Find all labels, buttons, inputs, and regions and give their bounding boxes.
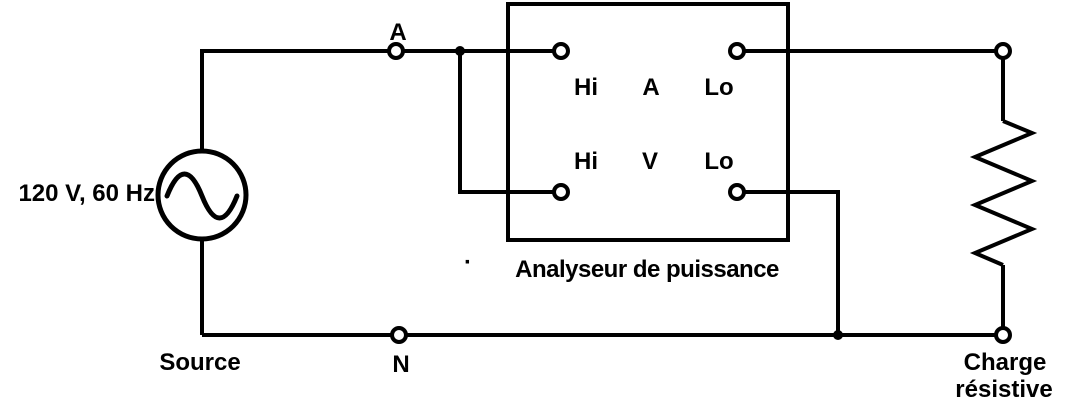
load-label-line1: Charge <box>964 349 1047 376</box>
voltmeter-quantity-label: V <box>642 148 658 175</box>
terminal-hi-v <box>552 183 570 201</box>
junction-dot-bottom <box>833 330 843 340</box>
terminal-hi-a <box>552 42 570 60</box>
stray-dot: · <box>464 249 472 276</box>
lo-v-label: Lo <box>704 148 733 175</box>
wire-voltage-tap-to-hi-v <box>458 51 561 194</box>
wire-lo-v-return <box>737 190 840 335</box>
load-label-line2: résistive <box>955 376 1052 403</box>
terminal-load-bottom <box>994 326 1012 344</box>
terminal-lo-a <box>728 42 746 60</box>
sine-wave-icon <box>164 171 240 221</box>
analyzer-label: Analyseur de puissance <box>515 256 779 283</box>
wires <box>200 49 1038 337</box>
terminal-n-label: N <box>392 351 409 378</box>
terminal-a-label: A <box>389 19 406 46</box>
resistor-zigzag-icon <box>969 119 1038 267</box>
source-rating-label: 120 V, 60 Hz <box>18 180 155 207</box>
source-label: Source <box>159 349 240 376</box>
ammeter-quantity-label: A <box>642 74 659 101</box>
terminals <box>387 42 1012 344</box>
analyzer-box <box>506 2 790 242</box>
hi-a-label: Hi <box>574 74 598 101</box>
terminal-n <box>390 326 408 344</box>
hi-v-label: Hi <box>574 148 598 175</box>
terminal-load-top <box>994 42 1012 60</box>
terminal-lo-v <box>728 183 746 201</box>
terminal-a <box>387 42 405 60</box>
lo-a-label: Lo <box>704 74 733 101</box>
junction-dot-top <box>455 46 465 56</box>
ac-sine-source-icon <box>155 148 249 242</box>
